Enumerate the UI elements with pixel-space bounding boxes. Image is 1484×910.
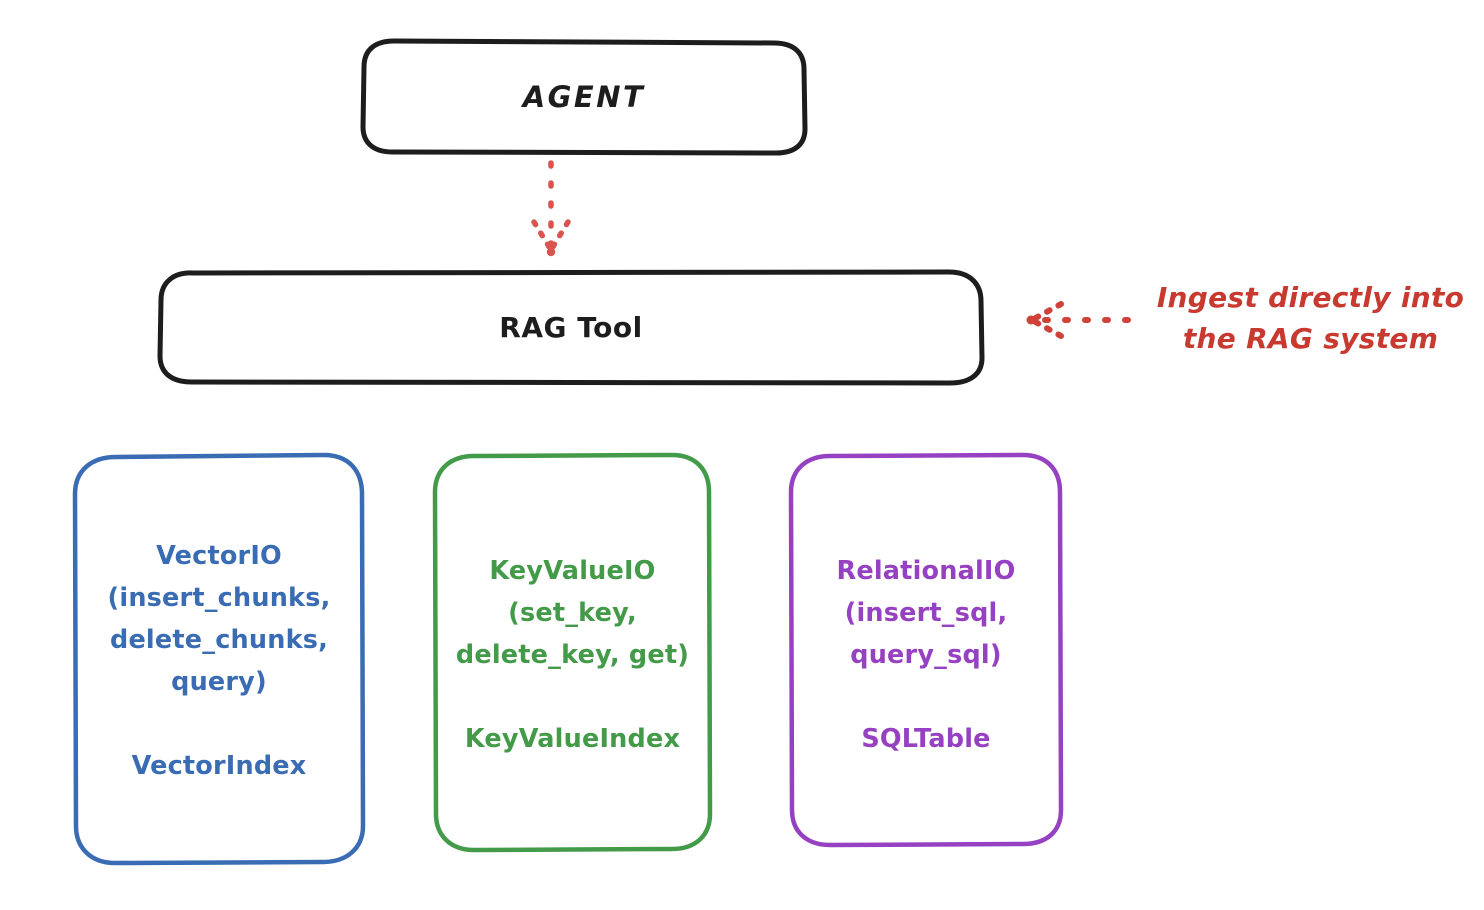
agent-label: AGENT: [522, 79, 646, 114]
node-relational-io[interactable]: RelationalIO (insert_sql, query_sql) SQL…: [786, 450, 1066, 850]
connector-agent-to-rag-tool: [531, 160, 571, 257]
key-value-io-label: KeyValueIO (set_key, delete_key, get) Ke…: [455, 556, 690, 754]
relational-io-label: RelationalIO (insert_sql, query_sql) SQL…: [836, 556, 1016, 754]
vector-io-label: VectorIO (insert_chunks, delete_chunks, …: [107, 541, 331, 781]
connector-ingest-arrow: [1026, 301, 1131, 339]
node-vector-io[interactable]: VectorIO (insert_chunks, delete_chunks, …: [70, 450, 368, 868]
node-rag-tool[interactable]: RAG Tool: [155, 268, 987, 387]
node-agent[interactable]: AGENT: [358, 37, 810, 157]
rag-tool-label: RAG Tool: [499, 310, 643, 344]
annotation-ingest-note: Ingest directly into the RAG system: [1156, 281, 1465, 355]
node-key-value-io[interactable]: KeyValueIO (set_key, delete_key, get) Ke…: [430, 450, 715, 855]
